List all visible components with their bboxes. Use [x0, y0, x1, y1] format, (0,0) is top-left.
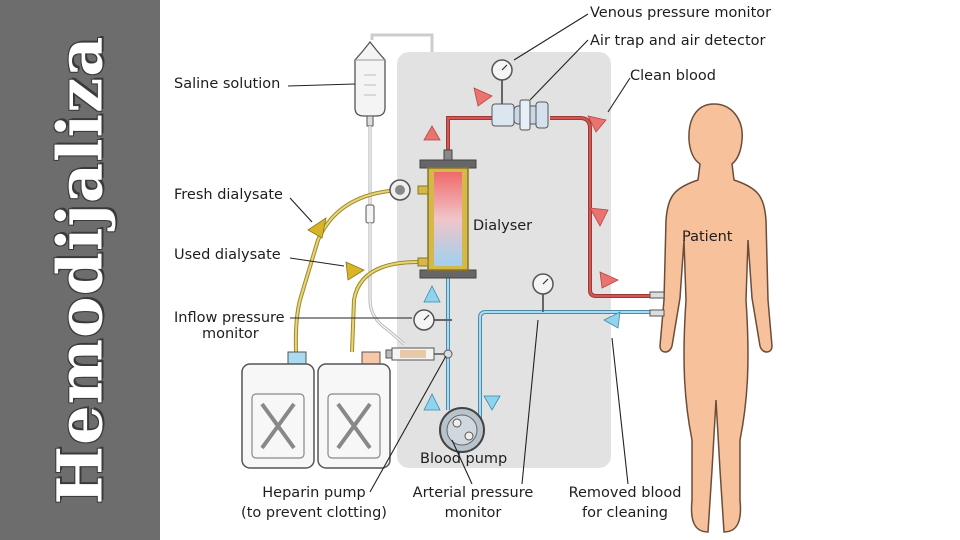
- arterial-pressure-gauge: [532, 273, 554, 312]
- sidebar-panel: Hemodijaliza: [0, 0, 160, 540]
- label-blood-pump: Blood pump: [420, 451, 507, 467]
- venous-pressure-gauge: [491, 59, 513, 104]
- label-patient: Patient: [682, 229, 733, 245]
- dialysate-valve: [389, 179, 411, 201]
- label-fresh-dialysate: Fresh dialysate: [174, 187, 283, 203]
- label-removed-blood-line2: for cleaning: [582, 505, 668, 521]
- heparin-syringe: [385, 347, 453, 361]
- label-used-dialysate: Used dialysate: [174, 247, 281, 263]
- label-arterial-pressure-line1: Arterial pressure: [413, 485, 534, 501]
- used-dialysate-canister: [317, 351, 391, 469]
- label-heparin-pump-line2: (to prevent clotting): [241, 505, 387, 521]
- label-clean-blood: Clean blood: [630, 68, 716, 84]
- label-dialyser: Dialyser: [473, 218, 532, 234]
- label-inflow-pressure-line2: monitor: [202, 326, 259, 342]
- used-dialysate-tube: [351, 261, 419, 353]
- dialyser-unit: [417, 149, 477, 279]
- flow-arrows: [307, 87, 621, 411]
- slide-title: Hemodijaliza: [43, 35, 117, 505]
- label-inflow-pressure-line1: Inflow pressure: [174, 310, 285, 326]
- label-air-trap: Air trap and air detector: [590, 33, 765, 49]
- patient-figure: [659, 103, 773, 533]
- air-trap: [491, 99, 549, 131]
- hemodialysis-diagram: Venous pressure monitor Air trap and air…: [174, 5, 773, 533]
- clean-blood-tube: [447, 117, 500, 160]
- blood-pump: [439, 407, 485, 453]
- label-venous-pressure-monitor: Venous pressure monitor: [590, 5, 771, 21]
- label-heparin-pump-line1: Heparin pump: [262, 485, 365, 501]
- label-removed-blood-line1: Removed blood: [569, 485, 682, 501]
- inflow-pressure-gauge: [413, 309, 452, 331]
- fresh-dialysate-canister: [241, 351, 315, 469]
- label-arterial-pressure-line2: monitor: [445, 505, 502, 521]
- leader-lines: [287, 13, 631, 493]
- fresh-dialysate-tube: [294, 189, 409, 353]
- saline-bag: [354, 33, 434, 346]
- label-saline-solution: Saline solution: [174, 76, 280, 92]
